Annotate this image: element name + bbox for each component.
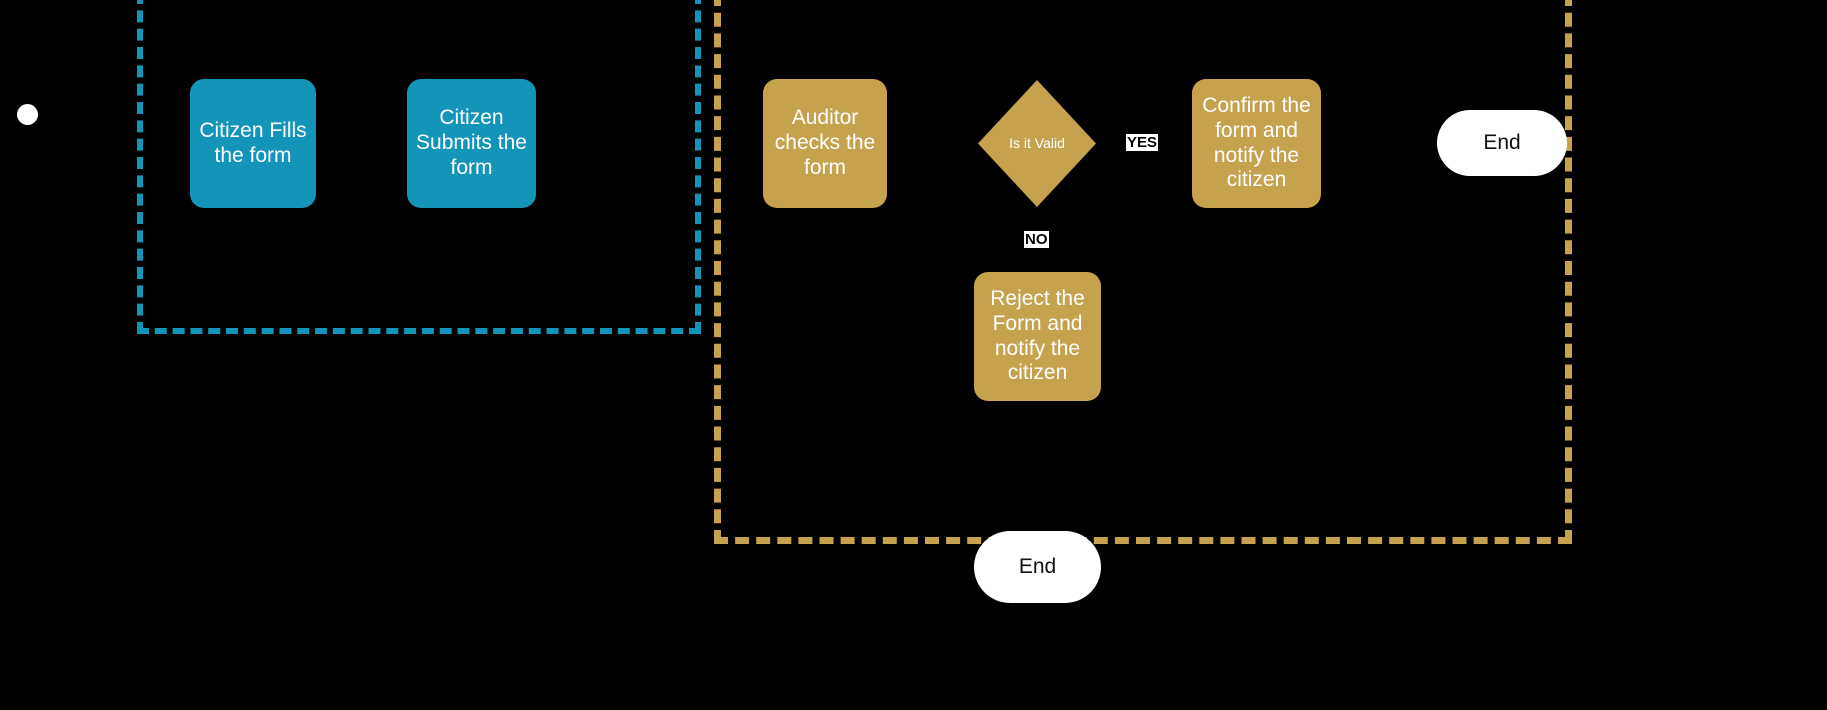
task-label: Citizen Fills the form xyxy=(199,118,307,167)
start-event-node[interactable] xyxy=(17,104,38,125)
task-label: Auditor checks the form xyxy=(774,106,876,179)
end-event-right[interactable]: End xyxy=(1437,110,1567,176)
task-confirm-the-form-and-notify-the-citizen[interactable]: Confirm the form and notify the citizen xyxy=(1192,79,1321,208)
task-citizen-fills-the-form[interactable]: Citizen Fills the form xyxy=(190,79,316,208)
task-label: Reject the Form and notify the citizen xyxy=(990,286,1085,385)
swimlane-auditor xyxy=(714,0,1572,544)
task-label: Citizen Submits the form xyxy=(416,106,527,179)
task-auditor-checks-the-form[interactable]: Auditor checks the form xyxy=(763,79,887,208)
decision-is-it-valid[interactable]: Is it Valid xyxy=(978,80,1096,207)
end-event-label: End xyxy=(1483,130,1521,154)
end-event-label: End xyxy=(1018,554,1057,578)
task-reject-the-form-and-notify-the-citizen[interactable]: Reject the Form and notify the citizen xyxy=(974,272,1101,401)
decision-label: Is it Valid xyxy=(1009,135,1065,152)
swimlane-citizen xyxy=(137,0,701,334)
edge-label-yes: YES xyxy=(1126,134,1159,151)
task-label: Confirm the form and notify the citizen xyxy=(1202,93,1311,192)
task-citizen-submits-the-form[interactable]: Citizen Submits the form xyxy=(407,79,536,208)
edge-label-no: NO xyxy=(1024,231,1049,248)
end-event-bottom[interactable]: End xyxy=(974,531,1101,603)
